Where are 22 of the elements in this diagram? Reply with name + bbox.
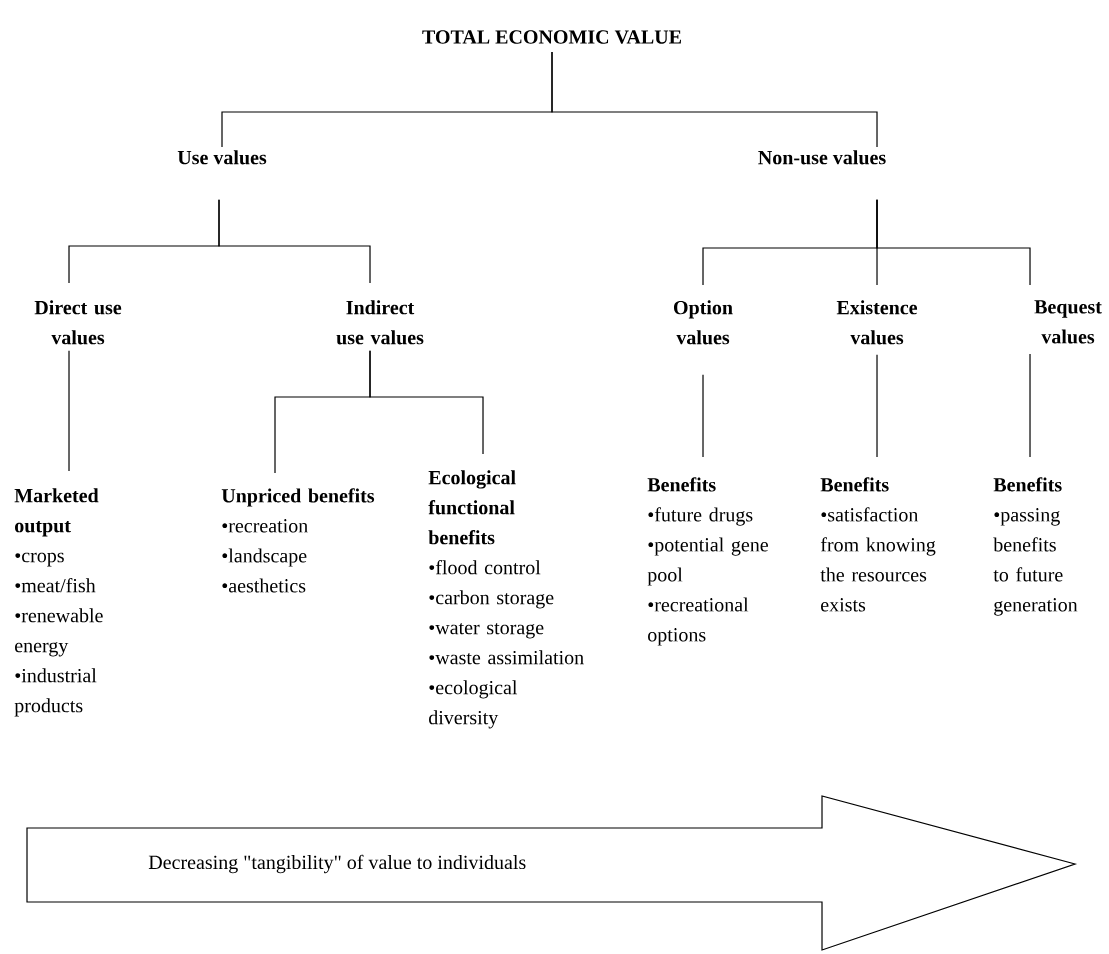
connector-line (68, 350, 70, 472)
category-label: Option values (674, 300, 733, 345)
connector-line (1029, 353, 1031, 458)
connector-line (218, 199, 371, 284)
benefit-list: Benefits •passing benefits to future generation (993, 477, 1078, 616)
connector-line (876, 354, 878, 458)
category-label: Use values (177, 150, 267, 165)
category-label: TOTAL ECONOMIC VALUE (422, 30, 681, 44)
connector-line (876, 199, 1031, 286)
connector-line (702, 374, 704, 458)
category-label: Indirect use values (336, 300, 424, 345)
category-label: Direct use values (34, 300, 122, 345)
benefit-list: Unpriced benefits •recreation •landscape •aesthetics (221, 488, 375, 593)
benefit-list: Benefits •future drugs •potential gene pool •recreational options (647, 477, 768, 646)
benefit-list: Benefits •satisfaction from knowing the resources exists (820, 477, 936, 612)
connector-line (551, 51, 878, 148)
category-label: Non-use values (758, 150, 886, 165)
connector-line (369, 350, 484, 455)
category-label: Bequest values (1034, 300, 1102, 344)
benefit-list: Marketed output •crops •meat/fish •renewable energy •industrial products (14, 488, 103, 717)
category-label: Existence values (836, 300, 918, 345)
benefit-list: Ecological functional benefits •flood control •carbon storage •water storage •waste assimilation •ecological diversity (428, 470, 584, 729)
